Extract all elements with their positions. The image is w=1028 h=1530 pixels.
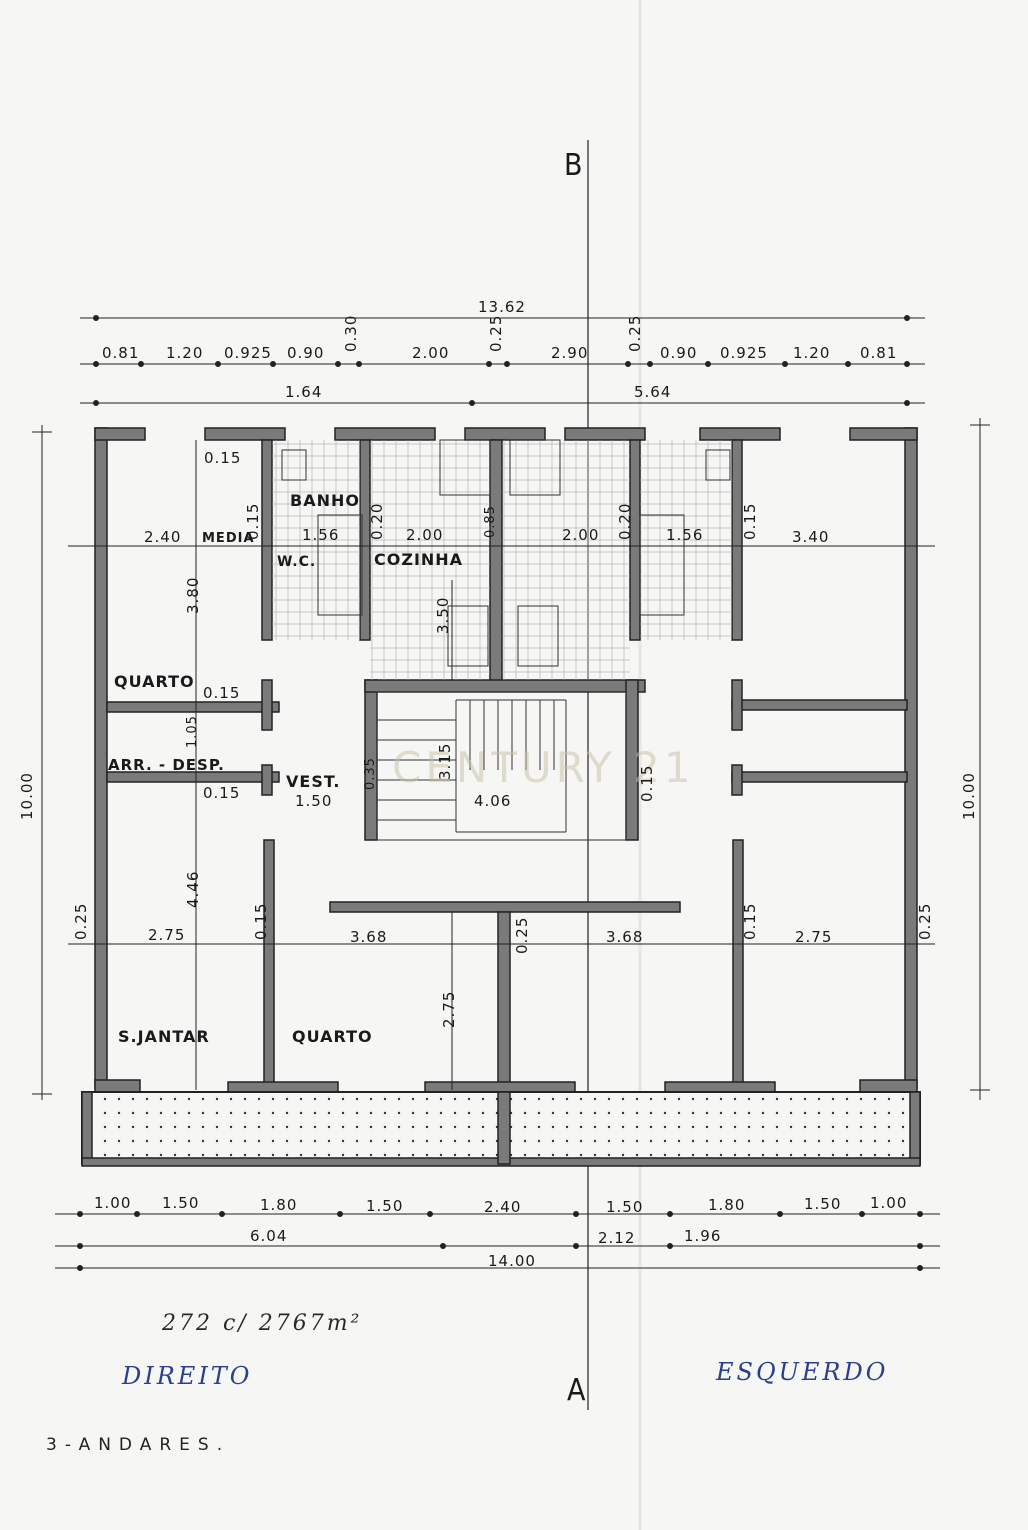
dim-bottom-4: 1.50 xyxy=(366,1197,403,1215)
room-banho: BANHO xyxy=(290,491,360,510)
dim-3-80: 3.80 xyxy=(184,577,202,614)
section-mark-top: B xyxy=(564,148,583,183)
room-media: MEDIA xyxy=(202,531,255,546)
dim-top-10: 0.90 xyxy=(660,344,697,362)
dim-0-15-a: 0.15 xyxy=(204,449,241,467)
room-quarto-top: QUARTO xyxy=(114,672,195,691)
fixtures xyxy=(281,439,731,667)
dim-top-right: 5.64 xyxy=(634,383,671,401)
dim-0-15-e: 0.15 xyxy=(203,784,240,802)
room-s-jantar: S.JANTAR xyxy=(118,1027,210,1046)
dim-3-15: 3.15 xyxy=(436,743,454,780)
dim-left-height: 10.00 xyxy=(18,772,36,820)
dim-0-85: 0.85 xyxy=(483,505,498,538)
dim-bottom-overall: 14.00 xyxy=(488,1252,536,1270)
section-mark-bottom: A xyxy=(567,1373,586,1408)
walls xyxy=(81,427,921,1167)
dim-0-20-l: 0.20 xyxy=(368,503,386,540)
dim-bottom-2: 1.50 xyxy=(162,1194,199,1212)
dim-bottom-left: 6.04 xyxy=(250,1227,287,1245)
room-cozinha: COZINHA xyxy=(374,550,463,569)
label-direito: DIREITO xyxy=(121,1362,252,1390)
dim-2-75-v: 2.75 xyxy=(440,991,458,1028)
dim-2-75-l: 2.75 xyxy=(148,926,185,944)
dim-bottom-mid: 2.12 xyxy=(598,1229,635,1247)
dim-2-40: 2.40 xyxy=(144,528,181,546)
dim-1-05: 1.05 xyxy=(185,715,200,748)
dim-bottom-8: 1.50 xyxy=(804,1195,841,1213)
dim-1-56-r: 1.56 xyxy=(666,526,703,544)
dim-0-15-c: 0.15 xyxy=(741,503,759,540)
dim-bottom-right: 1.96 xyxy=(684,1227,721,1245)
floors-note: 3-ANDARES. xyxy=(46,1435,230,1455)
dim-top-1: 0.81 xyxy=(102,344,139,362)
label-esquerdo: ESQUERDO xyxy=(715,1358,888,1386)
dim-2-00-l: 2.00 xyxy=(406,526,443,544)
dim-top-13: 0.81 xyxy=(860,344,897,362)
dim-right-height: 10.00 xyxy=(960,772,978,820)
dim-top-2: 1.20 xyxy=(166,344,203,362)
dim-bottom-6: 1.50 xyxy=(606,1198,643,1216)
dim-0-25-m: 0.25 xyxy=(513,917,531,954)
dim-top-7: 0.25 xyxy=(487,315,505,352)
dim-0-35: 0.35 xyxy=(363,757,378,790)
side-dimension-lines xyxy=(32,418,990,1100)
dim-bottom-9: 1.00 xyxy=(870,1194,907,1212)
top-dimension-lines xyxy=(80,315,925,406)
dim-2-75-r: 2.75 xyxy=(795,928,832,946)
dim-bottom-3: 1.80 xyxy=(260,1196,297,1214)
dim-top-5: 0.30 xyxy=(342,315,360,352)
dim-0-15-d: 0.15 xyxy=(203,684,240,702)
dim-top-left: 1.64 xyxy=(285,383,322,401)
dim-0-25-l: 0.25 xyxy=(72,903,90,940)
dim-1-50: 1.50 xyxy=(295,792,332,810)
dim-top-12: 1.20 xyxy=(793,344,830,362)
dim-2-00-r: 2.00 xyxy=(562,526,599,544)
dim-0-15-b: 0.15 xyxy=(244,503,262,540)
dim-3-40: 3.40 xyxy=(792,528,829,546)
dim-0-15-f: 0.15 xyxy=(638,765,656,802)
staircase xyxy=(376,691,627,841)
dim-0-15-h: 0.15 xyxy=(741,903,759,940)
dim-4-46: 4.46 xyxy=(184,871,202,908)
dim-1-56-l: 1.56 xyxy=(302,526,339,544)
tiled-areas xyxy=(272,440,732,680)
interior-dimension-lines xyxy=(68,440,935,1090)
dim-3-68-l: 3.68 xyxy=(350,928,387,946)
dim-bottom-1: 1.00 xyxy=(94,1194,131,1212)
room-quarto-bottom: QUARTO xyxy=(292,1027,373,1046)
dim-top-9: 0.25 xyxy=(626,315,644,352)
area-annotation: 272 c/ 2767m² xyxy=(161,1311,362,1336)
dim-4-06: 4.06 xyxy=(474,792,511,810)
dim-bottom-7: 1.80 xyxy=(708,1196,745,1214)
dim-overall-top: 13.62 xyxy=(478,298,526,316)
room-vest: VEST. xyxy=(286,772,340,791)
bottom-dimension-lines xyxy=(55,1211,940,1271)
dim-top-4: 0.90 xyxy=(287,344,324,362)
room-wc: W.C. xyxy=(277,554,316,570)
room-arr-desp: ARR. - DESP. xyxy=(108,756,225,774)
dim-top-6: 2.00 xyxy=(412,344,449,362)
dim-0-15-g: 0.15 xyxy=(252,903,270,940)
dim-0-25-r: 0.25 xyxy=(916,903,934,940)
dim-0-20-r: 0.20 xyxy=(616,503,634,540)
dim-3-68-r: 3.68 xyxy=(606,928,643,946)
dim-top-11: 0.925 xyxy=(720,344,768,362)
dim-top-8: 2.90 xyxy=(551,344,588,362)
dim-bottom-5: 2.40 xyxy=(484,1198,521,1216)
watermark: CENTURY 21 xyxy=(392,743,695,792)
dim-top-3: 0.925 xyxy=(224,344,272,362)
dim-3-50: 3.50 xyxy=(434,597,452,634)
